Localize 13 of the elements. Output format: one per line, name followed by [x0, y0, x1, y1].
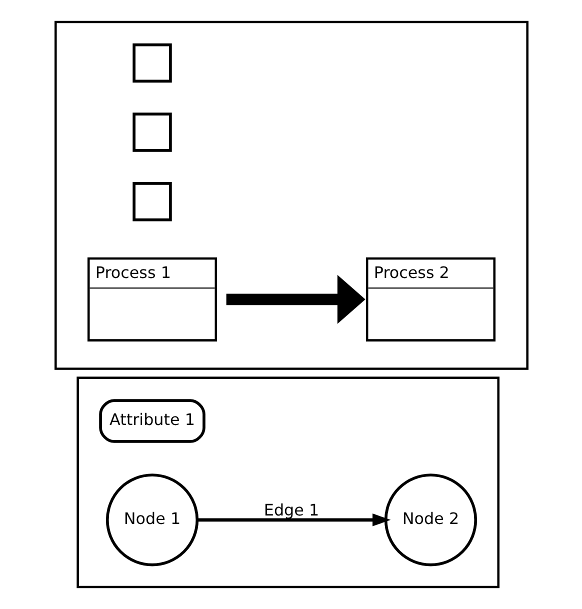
node-box [132, 182, 172, 222]
node-box: Process 2 [365, 257, 496, 342]
node-box [132, 112, 172, 152]
cluster [54, 20, 528, 370]
node-box: Process 1 [86, 257, 217, 342]
edge-label: Edge 1 [263, 500, 319, 520]
arrow [226, 274, 365, 324]
node-box [132, 43, 172, 83]
node-box: Attribute 1 [98, 399, 205, 443]
node-circle: Node 2 [384, 474, 477, 566]
node-circle: Node 1 [105, 474, 198, 566]
cluster [76, 376, 500, 588]
arrow [196, 514, 390, 526]
